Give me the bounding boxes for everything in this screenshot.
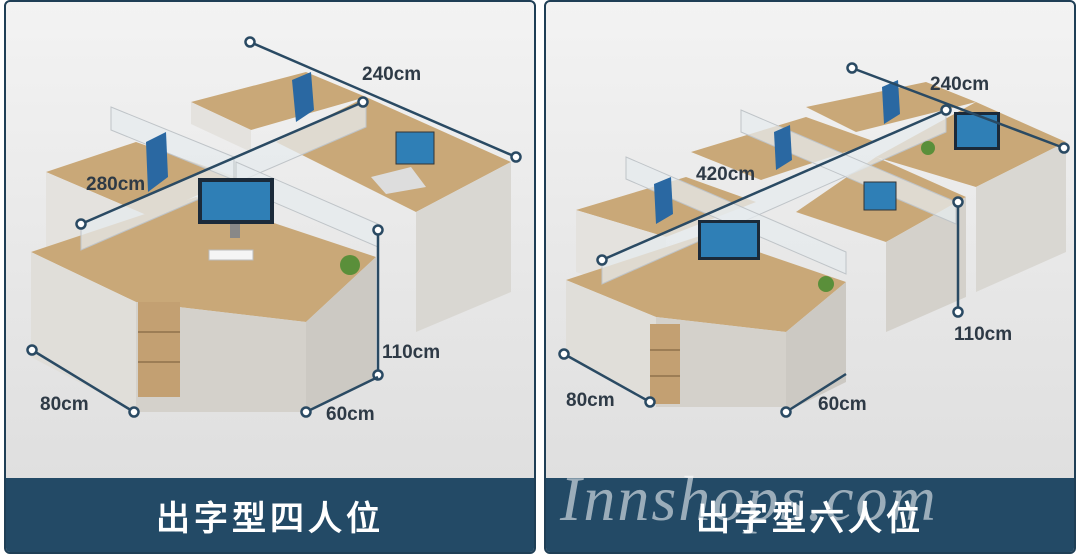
desk-illustration-four-person <box>26 36 522 418</box>
dimension-left-depth: 420cm <box>696 164 756 185</box>
caption-four-person: 出字型四人位 <box>156 498 384 539</box>
product-image-four-person: 240cm 280cm 110cm 80cm 60cm 出字型四人位 <box>4 0 536 554</box>
dimension-side-depth: 80cm <box>566 390 615 411</box>
dimension-side-depth: 80cm <box>40 394 89 415</box>
dimension-height: 110cm <box>954 324 1013 345</box>
dimension-height: 110cm <box>382 342 441 363</box>
dimension-bottom-depth: 60cm <box>818 394 867 415</box>
product-image-six-person: 240cm 420cm 110cm 80cm 60cm 出字型六人位 <box>544 0 1076 554</box>
dimension-top-width: 240cm <box>362 64 422 85</box>
caption-bar-six-person: 出字型六人位 <box>546 478 1074 552</box>
caption-bar-four-person: 出字型四人位 <box>6 478 534 552</box>
dimension-top-width: 240cm <box>930 74 990 95</box>
desk-illustration-six-person <box>558 62 1070 418</box>
dimension-left-depth: 280cm <box>86 174 146 195</box>
caption-six-person: 出字型六人位 <box>696 498 924 539</box>
dimension-bottom-depth: 60cm <box>326 404 375 425</box>
